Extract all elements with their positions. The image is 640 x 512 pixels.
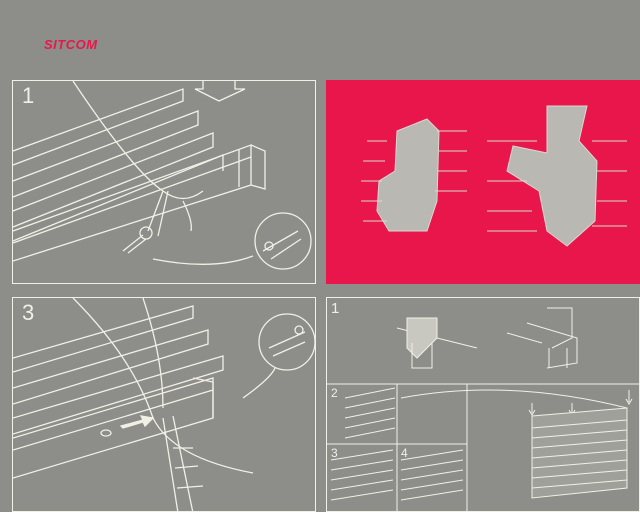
headrail bbox=[13, 144, 266, 262]
bracket-icon bbox=[396, 307, 578, 369]
sub-step-number: 2 bbox=[331, 386, 338, 400]
blind-slats bbox=[13, 305, 224, 435]
scissors-icon bbox=[258, 313, 315, 371]
step-number: 3 bbox=[22, 300, 35, 325]
step-number: 1 bbox=[331, 300, 340, 317]
sub-step-number: 3 bbox=[331, 446, 338, 460]
parts-right-icon bbox=[487, 105, 627, 247]
cord bbox=[72, 81, 204, 237]
down-arrow-icon bbox=[194, 81, 246, 102]
step-number: 1 bbox=[22, 83, 35, 108]
parts-left-icon bbox=[361, 118, 467, 232]
cord-lock bbox=[100, 429, 112, 437]
diagram-panel-mounting: 1 2 3 4 bbox=[326, 297, 640, 512]
cord-tassel-icon bbox=[122, 226, 153, 254]
sub-step-number: 4 bbox=[401, 446, 408, 460]
diagram-panel-step-1: 1 bbox=[12, 80, 316, 284]
brand-logo: SITCOM bbox=[44, 37, 98, 52]
diagram-panel-parts bbox=[326, 80, 640, 284]
scissors-icon bbox=[254, 212, 312, 270]
arrow-right-icon bbox=[119, 415, 155, 429]
diagram-panel-step-3: 3 bbox=[12, 297, 316, 512]
blind-slats-small bbox=[330, 387, 464, 501]
blind-slats bbox=[13, 88, 224, 242]
cord bbox=[72, 298, 254, 511]
installed-blind bbox=[400, 389, 628, 499]
headrail bbox=[13, 377, 214, 479]
